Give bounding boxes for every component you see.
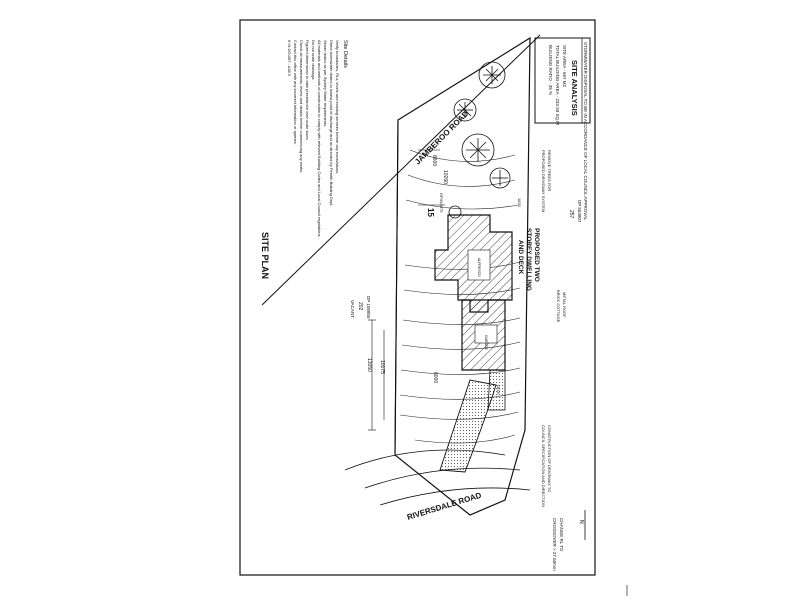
building-ratio-text: BUILDING RATIO - 35 % — [548, 45, 553, 95]
tree-removal-note: PROPOSED DRIVEWAY SYSTEM — [541, 150, 546, 212]
driveway — [439, 379, 497, 473]
deck-label: DECK — [496, 385, 500, 395]
neighbour-right-no: 202 — [357, 302, 363, 311]
tree-removal-note: REMOVE TREES FOR — [547, 150, 552, 191]
proposed-label-3: AND DECK — [517, 240, 524, 275]
dimension-label: 10175 — [379, 360, 385, 374]
proposed-label-2: STOREY DWELLING — [525, 228, 532, 291]
title-block-box — [534, 37, 591, 124]
title-block-heading: SITE ANALYSIS — [570, 60, 579, 116]
dimension-label: 10260 — [442, 170, 448, 184]
riversdale-road-edge — [344, 449, 531, 506]
driveway-note: CONSTRUCTION OF DRIVEWAY TO — [547, 425, 552, 492]
title-block-note: STORMWATER DISPOSAL TO BE IN ACCORDANCE … — [583, 42, 588, 221]
proposed-label-1: PROPOSED TWO — [533, 228, 540, 282]
neighbour-top-dp: DP 553807 — [577, 200, 582, 223]
neighbour-top-no: 257 — [568, 210, 574, 219]
sheet-border — [239, 19, 596, 576]
site-plan-title: SITE PLAN — [260, 232, 270, 279]
note-line: If IN DOUBT - ASK!! — [287, 40, 292, 76]
dimension-label: 6000 — [432, 372, 438, 383]
site-notes: Site Details Verify boundaries, RLs, lev… — [287, 40, 348, 238]
note-line: Check all measurements, levels and detai… — [299, 40, 304, 173]
note-line: Direct stormwater drains to lowest point… — [329, 40, 334, 207]
note-line: Figured dimensions to take precedence ov… — [305, 40, 310, 141]
title-block: STORMWATER DISPOSAL TO BE IN ACCORDANCE … — [548, 42, 588, 221]
driveway-note: COUNCIL SPECIFICATION AND DIRECTION — [541, 425, 546, 507]
tree-icons — [448, 61, 511, 219]
notes-heading: Site Details — [342, 40, 348, 68]
jamberoo-road-label: JAMBEROO ROAD — [413, 109, 470, 166]
note-line: Contact this office with any incorrect i… — [293, 40, 298, 145]
north-label: N — [578, 520, 584, 524]
dimension-label: 6600 — [431, 155, 437, 166]
metal-roof-note: METAL ROOF — [562, 292, 567, 318]
alfresco-label: ALFRESCO — [477, 258, 481, 277]
dimension-label: 13050 — [366, 358, 372, 372]
brick-cottage-note: BRICK COTTAGE — [556, 290, 561, 323]
house-footprint — [434, 214, 513, 371]
note-line: All materials and methods of constructio… — [317, 40, 322, 238]
note-line: Do not scale drawings. — [311, 40, 316, 80]
lot-number: 15 — [426, 208, 435, 217]
lot-dp-label: DP.563075 — [439, 193, 444, 213]
note-line: Verify boundaries, RLs, levels and exist… — [335, 40, 340, 174]
neighbour-right-dp: DP 108850 — [366, 296, 371, 319]
crossover-note: CROSSOVER > 27.50mm — [552, 518, 557, 571]
jamberoo-road-edge — [261, 34, 541, 306]
note-line: Sewer drains as per Sydney Water require… — [323, 40, 328, 127]
dimension-label: 1820 — [517, 198, 522, 208]
neighbour-right-note: VACANT — [350, 300, 355, 318]
site-area-text: SITE AREA - 667 M2 — [562, 45, 567, 88]
garage-label: GARAGE — [484, 335, 488, 351]
dimension-lines — [368, 149, 445, 431]
crossover-note: CHANGE RL TO — [559, 518, 564, 552]
building-area-text: TOTAL BUILDING AREA - 233.93 SQ.M — [555, 45, 560, 125]
